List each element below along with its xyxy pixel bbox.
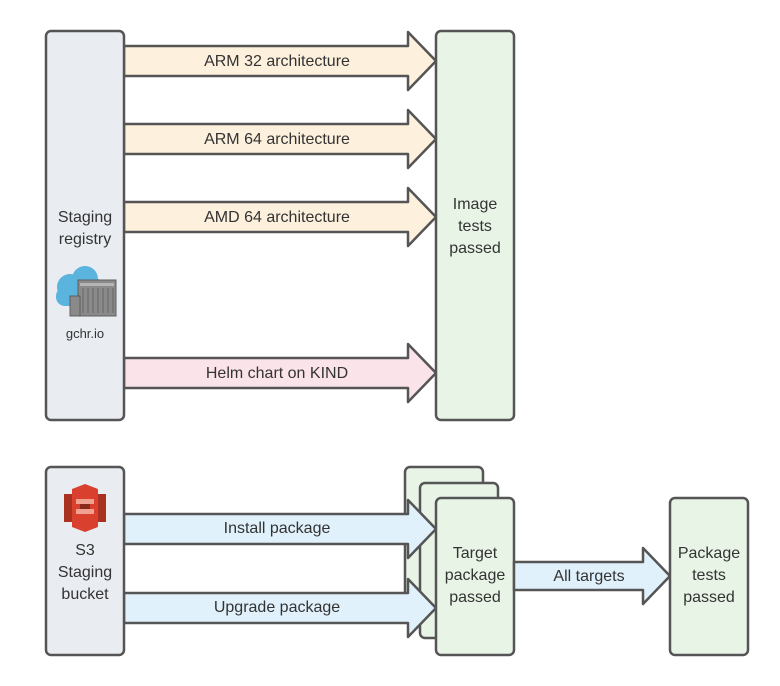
cloud-registry-icon xyxy=(56,266,117,317)
image-tests-line2: tests xyxy=(458,218,492,235)
image-tests-line3: passed xyxy=(449,240,501,257)
package-tests-passed-box: Package tests passed xyxy=(668,496,750,657)
arrow-label: ARM 64 architecture xyxy=(204,131,350,148)
arrow-arm64: ARM 64 architecture xyxy=(122,108,438,170)
arrow-label: AMD 64 architecture xyxy=(204,209,350,226)
arrow-helm: Helm chart on KIND xyxy=(122,342,438,404)
arrow-label: All targets xyxy=(553,568,624,585)
target-line2: package xyxy=(445,567,506,584)
target-line1: Target xyxy=(453,545,498,562)
arrow-all-targets: All targets xyxy=(512,546,672,606)
target-package-passed-box: Target package passed xyxy=(434,496,516,657)
s3-bucket-icon xyxy=(64,484,106,532)
bucket-label-line1: S3 xyxy=(75,542,95,559)
package-tests-line3: passed xyxy=(683,589,735,606)
registry-logo-caption: gchr.io xyxy=(66,326,104,341)
arrow-install: Install package xyxy=(122,498,438,560)
package-tests-line1: Package xyxy=(678,545,740,562)
arrow-label: Helm chart on KIND xyxy=(206,365,348,382)
bucket-label-line2: Staging xyxy=(58,564,112,581)
arrow-upgrade: Upgrade package xyxy=(122,577,438,639)
image-tests-passed-box: Image tests passed xyxy=(434,29,516,422)
bucket-label-line3: bucket xyxy=(61,586,109,603)
arrow-label: Install package xyxy=(224,520,331,537)
package-tests-line2: tests xyxy=(692,567,726,584)
registry-label-line2: registry xyxy=(59,231,111,248)
arrow-label: Upgrade package xyxy=(214,599,340,616)
arrow-amd64: AMD 64 architecture xyxy=(122,186,438,248)
image-tests-line1: Image xyxy=(453,196,498,213)
registry-label-line1: Staging xyxy=(58,209,112,226)
arrow-label: ARM 32 architecture xyxy=(204,53,350,70)
s3-staging-bucket-box: S3 Staging bucket xyxy=(44,465,126,657)
target-line3: passed xyxy=(449,589,501,606)
arrow-arm32: ARM 32 architecture xyxy=(122,30,438,92)
staging-registry-box: Staging registry gchr.io xyxy=(44,29,126,422)
